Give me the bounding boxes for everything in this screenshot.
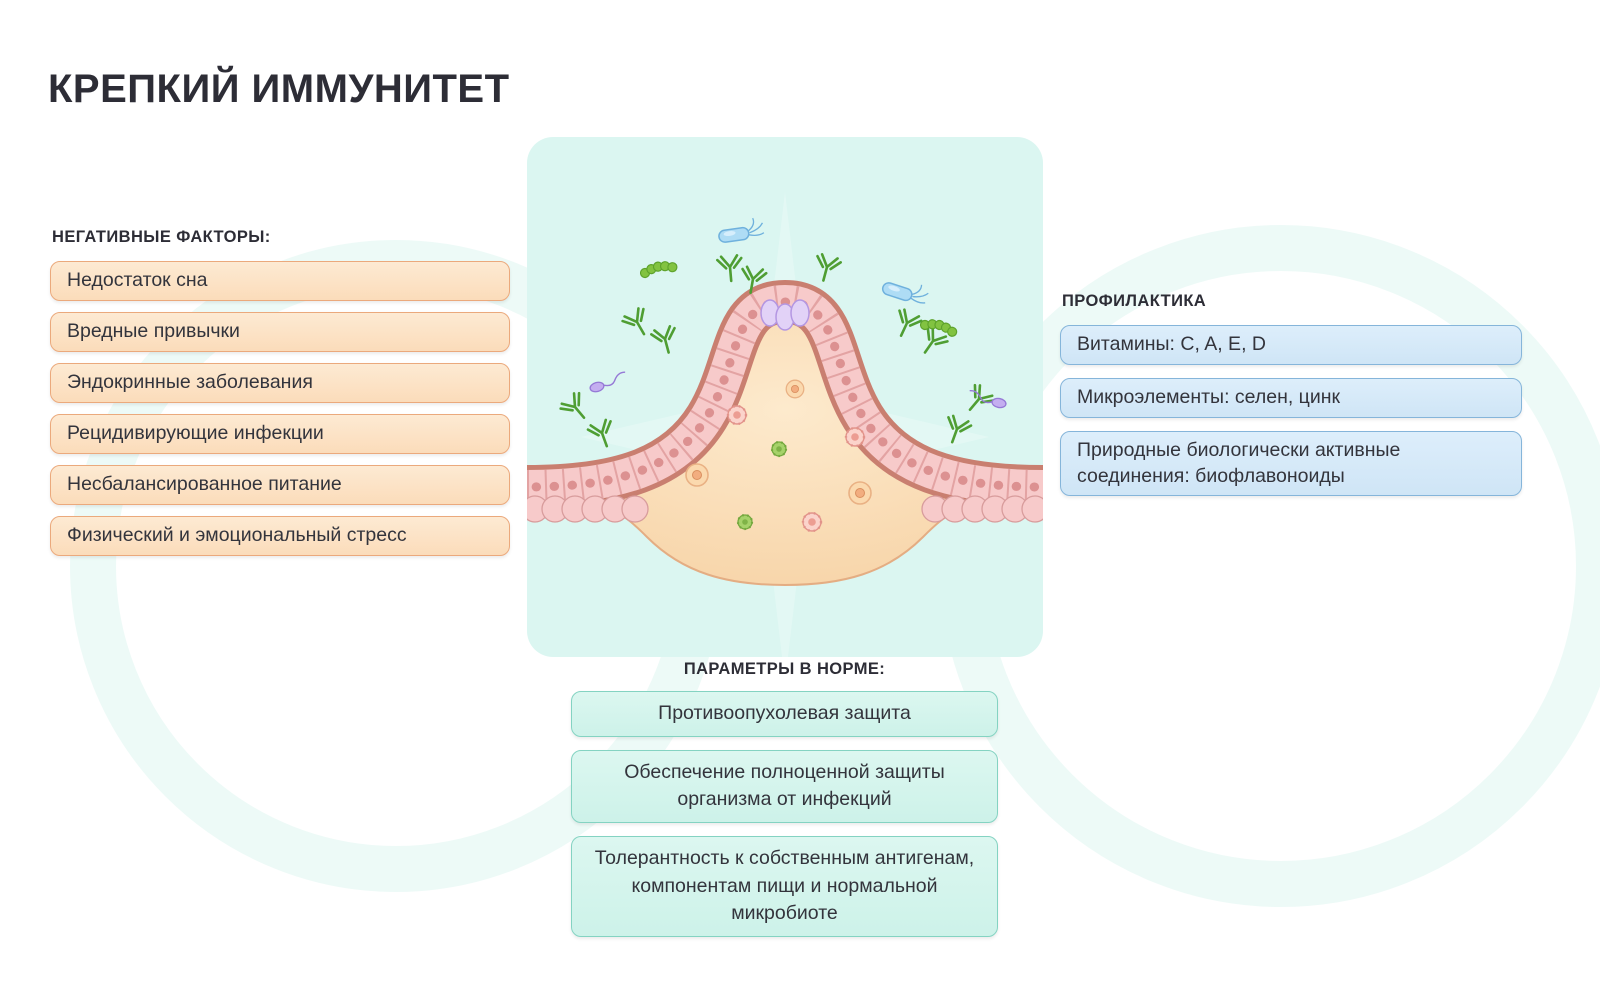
negative-factor-item: Недостаток сна xyxy=(50,261,510,301)
antibody-icon xyxy=(959,381,997,419)
prevention-section: ПРОФИЛАКТИКА Витамины: C, A, E, D Микроэ… xyxy=(1060,292,1522,497)
negative-factor-item: Вредные привычки xyxy=(50,312,510,352)
normal-parameter-item: Толерантность к собственным антигенам, к… xyxy=(571,836,998,938)
immune-cell-icon xyxy=(726,404,748,426)
goblet-cell-icon xyxy=(760,299,810,331)
antibody-icon xyxy=(810,251,843,285)
villus-illustration xyxy=(527,192,1043,657)
immune-cell-icon xyxy=(685,463,709,487)
epithelium-band xyxy=(527,279,1043,509)
antibody-icon xyxy=(888,306,924,343)
negative-factor-item: Эндокринные заболевания xyxy=(50,363,510,403)
blue-bacterium-icon xyxy=(880,272,931,308)
negative-factor-item: Рецидивирующие инфекции xyxy=(50,414,510,454)
prevention-item: Витамины: C, A, E, D xyxy=(1060,325,1522,365)
green-bacterium-icon xyxy=(638,257,679,279)
immune-cell-icon xyxy=(801,511,823,533)
normal-parameters-list: Противоопухолевая защита Обеспечение пол… xyxy=(571,691,998,938)
immune-cell-icon xyxy=(844,426,866,448)
blue-bacterium-icon xyxy=(716,216,766,244)
immune-cell-icon xyxy=(785,379,805,399)
prevention-list: Витамины: C, A, E, D Микроэлементы: селе… xyxy=(1060,325,1522,497)
prevention-item: Природные биологически активные соединен… xyxy=(1060,431,1522,497)
antibody-icon xyxy=(619,305,656,342)
green-bacterium-icon xyxy=(918,315,960,338)
normal-parameter-item: Противоопухолевая защита xyxy=(571,691,998,737)
immune-cell-icon xyxy=(848,481,872,505)
negative-factors-heading: НЕГАТИВНЫЕ ФАКТОРЫ: xyxy=(52,228,271,246)
normal-parameters-heading: ПАРАМЕТРЫ В НОРМЕ: xyxy=(683,660,886,678)
villus-core xyxy=(527,300,1043,587)
negative-factor-item: Несбалансированное питание xyxy=(50,465,510,505)
negative-factor-item: Физический и эмоциональный стресс xyxy=(50,516,510,556)
negative-factors-section: НЕГАТИВНЫЕ ФАКТОРЫ: Недостаток сна Вредн… xyxy=(50,228,510,556)
epithelium-cell-bottoms xyxy=(527,495,1043,523)
prevention-heading: ПРОФИЛАКТИКА xyxy=(1062,292,1207,310)
purple-microbe-icon xyxy=(587,371,629,394)
immunity-illustration-panel xyxy=(527,137,1043,657)
page-title: КРЕПКИЙ ИММУНИТЕТ xyxy=(48,66,510,111)
prevention-item: Микроэлементы: селен, цинк xyxy=(1060,378,1522,418)
antibody-icon xyxy=(649,323,682,357)
antibody-icon xyxy=(557,389,595,427)
immune-cell-icon xyxy=(770,440,788,458)
normal-parameters-section: ПАРАМЕТРЫ В НОРМЕ: Противоопухолевая защ… xyxy=(571,660,998,938)
normal-parameter-item: Обеспечение полноценной защиты организма… xyxy=(571,749,998,824)
immune-cell-icon xyxy=(736,513,754,531)
negative-factors-list: Недостаток сна Вредные привычки Эндокрин… xyxy=(50,261,510,556)
antibody-icon xyxy=(715,253,745,284)
